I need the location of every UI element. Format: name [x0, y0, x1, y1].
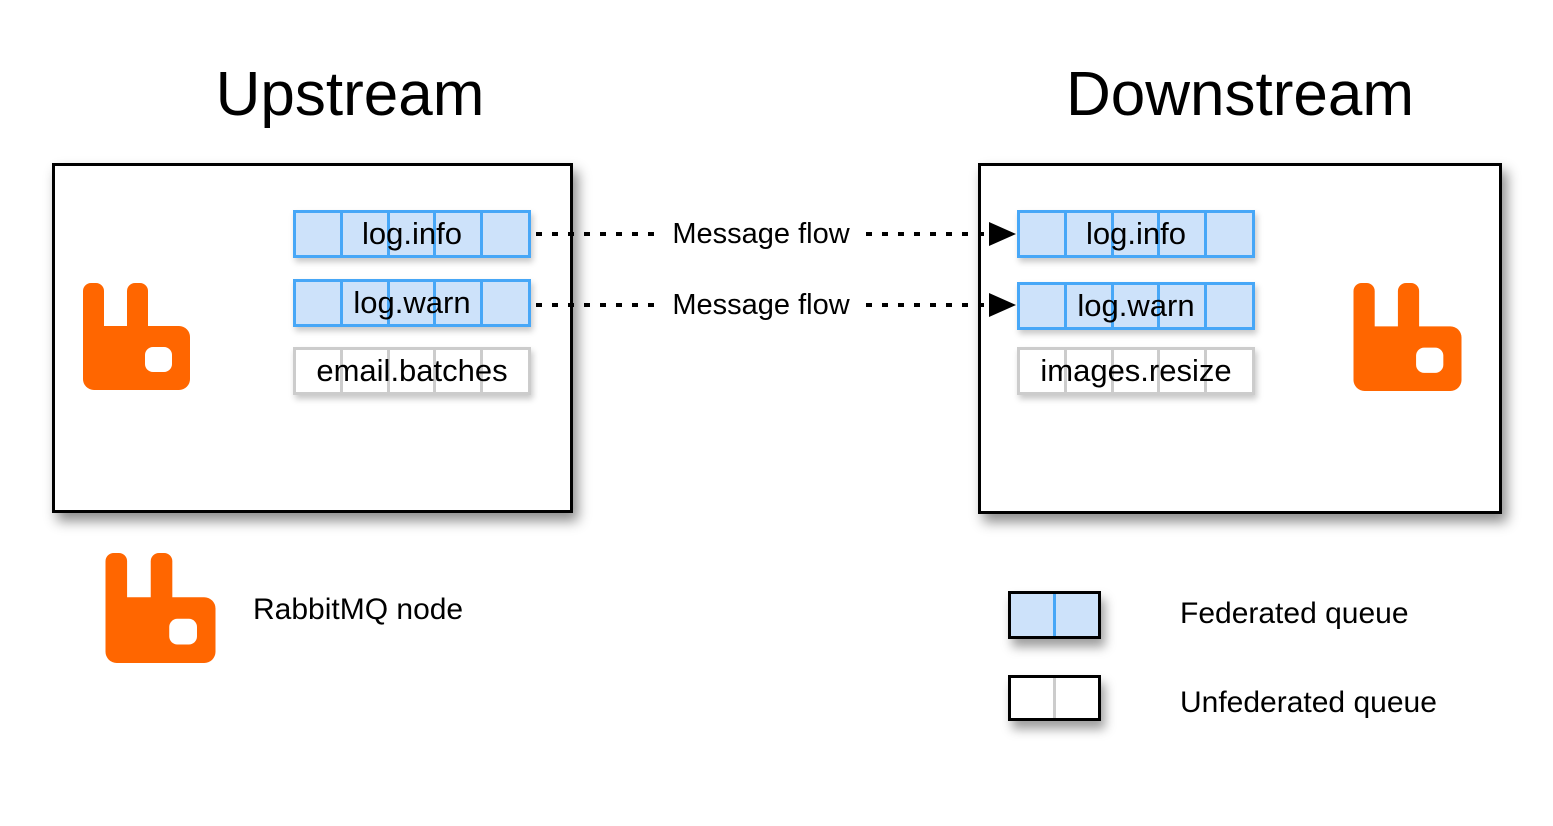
- queue-cell-divider: [1157, 213, 1161, 255]
- queue-cell-divider: [1110, 350, 1114, 392]
- legend-unfederated-queue-label: Unfederated queue: [1180, 686, 1437, 719]
- queue-label: email.batches: [316, 353, 508, 388]
- rabbitmq-logo-icon: [1353, 283, 1462, 391]
- queue-cell-divider: [479, 213, 483, 255]
- queue-cell-divider: [1203, 350, 1207, 392]
- dotted-line: [536, 232, 657, 236]
- legend-rabbitmq-node-label: RabbitMQ node: [253, 593, 464, 626]
- queue-cell-divider: [1203, 213, 1207, 255]
- federated-queue-swatch: [1008, 591, 1101, 639]
- queue-label: log.info: [362, 216, 462, 251]
- legend-federated-queue-label: Federated queue: [1180, 597, 1409, 630]
- upstream-federated-queue-log-info: log.info: [293, 210, 531, 258]
- queue-cell-divider: [1053, 594, 1056, 636]
- rabbitmq-logo-icon: [105, 553, 216, 663]
- dotted-line: [536, 303, 657, 307]
- downstream-federated-queue-log-warn: log.warn: [1017, 282, 1255, 330]
- message-flow-log-info: Message flow: [536, 217, 1016, 250]
- queue-cell-divider: [1157, 350, 1161, 392]
- downstream-federated-queue-log-info: log.info: [1017, 210, 1255, 258]
- queue-cell-divider: [386, 213, 390, 255]
- downstream-unfederated-queue-images-resize: images.resize: [1017, 347, 1255, 395]
- queue-label: log.info: [1086, 216, 1186, 251]
- upstream-title: Upstream: [215, 60, 485, 129]
- queue-cell-divider: [340, 282, 344, 324]
- queue-label: images.resize: [1040, 353, 1232, 388]
- dotted-line: [865, 232, 986, 236]
- queue-cell-divider: [479, 282, 483, 324]
- unfederated-queue-swatch: [1008, 675, 1101, 721]
- rabbitmq-logo-icon: [83, 283, 190, 390]
- queue-cell-divider: [1110, 213, 1114, 255]
- message-flow-label: Message flow: [672, 217, 850, 250]
- queue-cell-divider: [340, 213, 344, 255]
- queue-label: log.warn: [353, 285, 471, 320]
- queue-cell-divider: [1110, 285, 1114, 327]
- queue-cell-divider: [1157, 285, 1161, 327]
- queue-cell-divider: [1053, 678, 1056, 718]
- message-flow-label: Message flow: [672, 288, 850, 321]
- queue-cell-divider: [1064, 285, 1068, 327]
- downstream-title: Downstream: [1066, 60, 1414, 129]
- upstream-unfederated-queue-email-batches: email.batches: [293, 347, 531, 395]
- queue-label: log.warn: [1077, 288, 1195, 323]
- queue-cell-divider: [386, 350, 390, 392]
- message-flow-log-warn: Message flow: [536, 288, 1016, 321]
- queue-cell-divider: [433, 350, 437, 392]
- queue-cell-divider: [1203, 285, 1207, 327]
- dotted-line: [865, 303, 986, 307]
- queue-cell-divider: [433, 213, 437, 255]
- arrowhead-icon: [989, 222, 1016, 246]
- queue-cell-divider: [1064, 213, 1068, 255]
- queue-cell-divider: [340, 350, 344, 392]
- queue-cell-divider: [479, 350, 483, 392]
- arrowhead-icon: [989, 293, 1016, 317]
- queue-cell-divider: [433, 282, 437, 324]
- queue-cell-divider: [386, 282, 390, 324]
- queue-cell-divider: [1064, 350, 1068, 392]
- upstream-federated-queue-log-warn: log.warn: [293, 279, 531, 327]
